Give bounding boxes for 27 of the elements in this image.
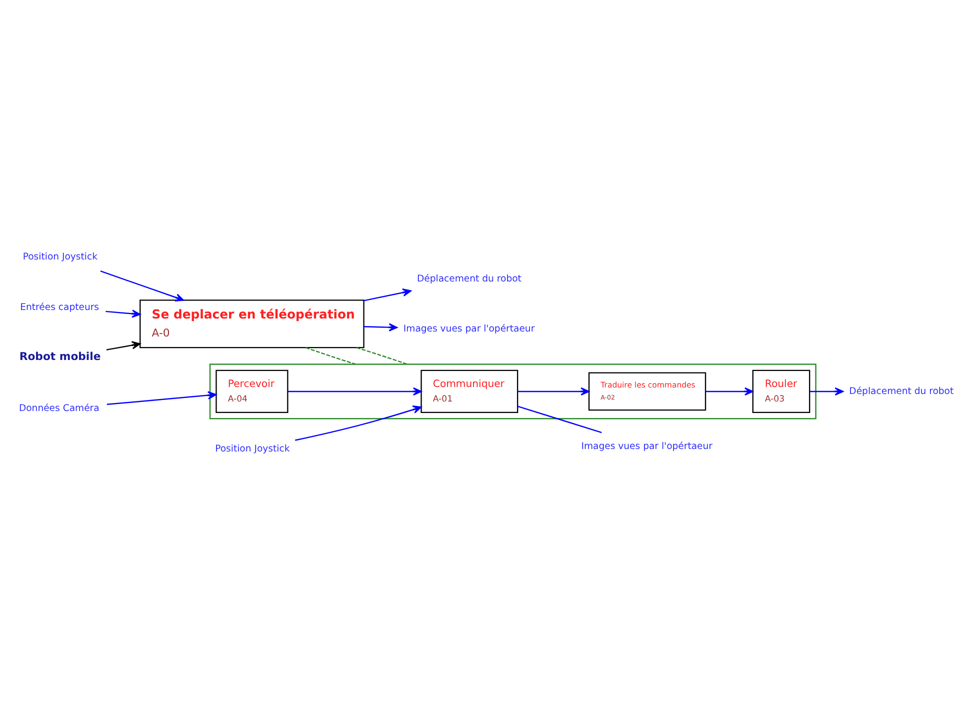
node-text: Position Joystick — [22, 250, 98, 262]
node-text: Données Caméra — [18, 402, 100, 414]
node-box: Rouler A-03 — [752, 369, 810, 412]
node-text: Déplacement du robot — [849, 385, 954, 396]
node-text: Déplacement du robot — [416, 272, 522, 284]
connector — [517, 405, 602, 433]
node-box: Percevoir A-04 — [216, 369, 288, 412]
arrow — [106, 340, 141, 350]
connector — [356, 346, 408, 364]
arrow — [364, 322, 398, 331]
cluster — [209, 363, 816, 419]
node-box: Se deplacer en téléopération A-0 — [140, 299, 364, 348]
node-text: Position Joystick — [215, 442, 290, 454]
node-box: Communiquer A-01 — [420, 369, 518, 412]
node-text: Images vues par l'opértaeur — [403, 323, 535, 334]
arrow — [364, 288, 412, 301]
arrow — [100, 270, 184, 302]
arrow — [706, 386, 754, 396]
arrow — [294, 405, 422, 440]
node-text: Entrées capteurs — [20, 301, 100, 312]
arrow — [106, 390, 217, 404]
node-text: Robot mobile — [19, 350, 101, 363]
arrow — [106, 309, 141, 318]
node-text: Images vues par l'opértaeur — [581, 440, 713, 452]
arrow — [518, 386, 590, 396]
arrow — [288, 386, 422, 396]
arrow — [810, 386, 844, 396]
